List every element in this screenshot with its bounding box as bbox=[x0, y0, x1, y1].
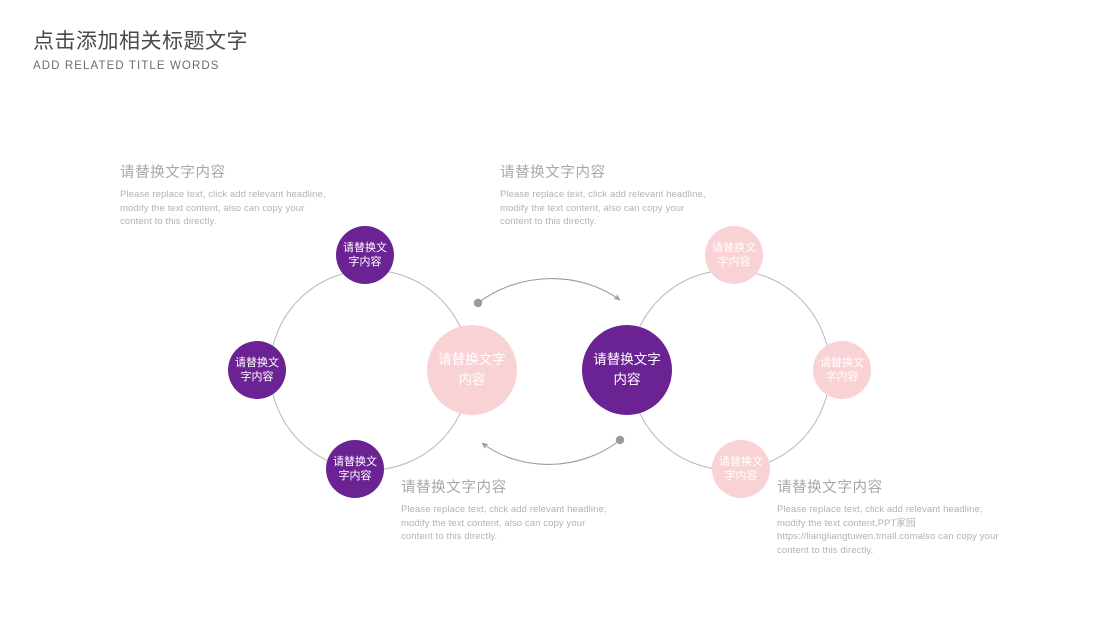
text-block-body-line: Please replace text, click add relevant … bbox=[777, 504, 983, 515]
text-block-heading: 请替换文字内容 bbox=[500, 165, 606, 181]
page-subtitle: ADD RELATED TITLE WORDS bbox=[33, 60, 220, 72]
right-ring-hub[interactable]: 请替换文字内容 bbox=[582, 325, 672, 415]
text-block-heading: 请替换文字内容 bbox=[401, 480, 507, 496]
node-label: 请替换文字内容 bbox=[343, 242, 387, 268]
node-label: 请替换文字内容 bbox=[593, 352, 661, 387]
text-block-bottom-left: 请替换文字内容 Please replace text, click add r… bbox=[401, 478, 616, 544]
text-block-body: Please replace text, click add relevant … bbox=[500, 189, 706, 227]
text-block-body: Please replace text, click add relevant … bbox=[401, 504, 607, 542]
connector-arrow-bottom bbox=[481, 439, 621, 465]
text-block-body-line: content to this directly. bbox=[777, 544, 874, 556]
text-block-body-line: https://liangliangtuwen.tmall.comalso ca… bbox=[777, 531, 999, 542]
right-ring-node-bottom[interactable]: 请替换文字内容 bbox=[712, 440, 770, 498]
node-label: 请替换文字内容 bbox=[820, 357, 864, 383]
node-label: 请替换文字内容 bbox=[712, 242, 756, 268]
right-ring-node-top[interactable]: 请替换文字内容 bbox=[705, 226, 763, 284]
node-label: 请替换文字内容 bbox=[333, 456, 377, 482]
text-block-bottom-right: 请替换文字内容 Please replace text, click add r… bbox=[777, 478, 999, 557]
text-block-top-right: 请替换文字内容 Please replace text, click add r… bbox=[500, 163, 710, 229]
text-block-top-left: 请替换文字内容 Please replace text, click add r… bbox=[120, 163, 335, 229]
left-ring-node-left[interactable]: 请替换文字内容 bbox=[228, 341, 286, 399]
connector-arrow-top-origin-dot bbox=[473, 298, 483, 308]
text-block-heading: 请替换文字内容 bbox=[777, 480, 883, 496]
slide-header: 点击添加相关标题文字 ADD RELATED TITLE WORDS bbox=[33, 28, 633, 74]
text-block-body: Please replace text, click add relevant … bbox=[120, 189, 326, 227]
text-block-heading: 请替换文字内容 bbox=[120, 165, 226, 181]
text-block-body: Please replace text, click add relevant … bbox=[777, 503, 999, 557]
left-ring-node-bottom[interactable]: 请替换文字内容 bbox=[326, 440, 384, 498]
node-label: 请替换文字内容 bbox=[235, 357, 279, 383]
left-ring-node-top[interactable]: 请替换文字内容 bbox=[336, 226, 394, 284]
page-title: 点击添加相关标题文字 bbox=[33, 30, 248, 53]
connector-arrow-top bbox=[477, 278, 621, 304]
connector-arrow-bottom-origin-dot bbox=[615, 435, 625, 445]
node-label: 请替换文字内容 bbox=[438, 352, 506, 387]
left-ring-hub[interactable]: 请替换文字内容 bbox=[427, 325, 517, 415]
right-ring-node-right[interactable]: 请替换文字内容 bbox=[813, 341, 871, 399]
text-block-body-line: modify the text content,PPT家园 bbox=[777, 517, 916, 529]
node-label: 请替换文字内容 bbox=[719, 456, 763, 482]
